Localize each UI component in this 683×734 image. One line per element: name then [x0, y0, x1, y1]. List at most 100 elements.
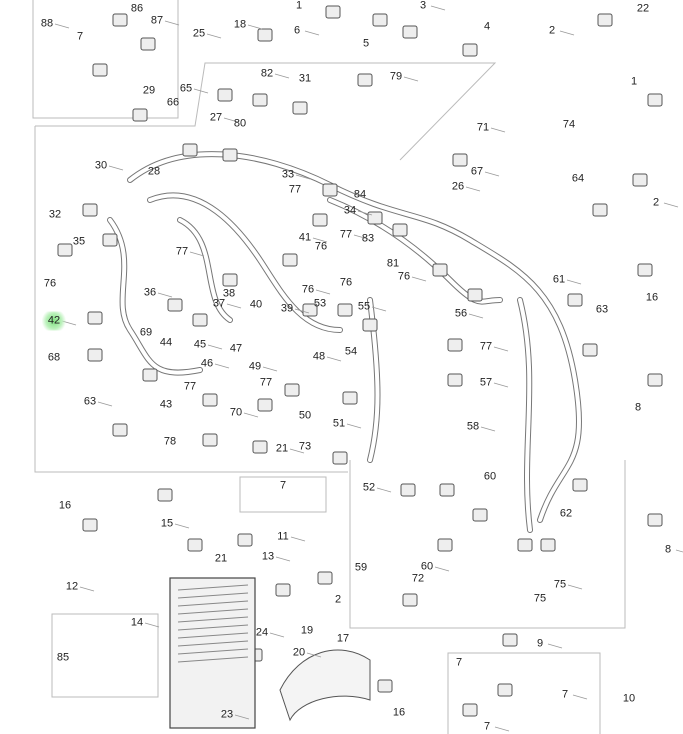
callout-68[interactable]: 68	[47, 351, 61, 364]
callout-13[interactable]: 13	[261, 550, 275, 563]
callout-60[interactable]: 60	[420, 560, 434, 573]
callout-16[interactable]: 16	[392, 706, 406, 719]
callout-88[interactable]: 88	[40, 17, 54, 30]
callout-75[interactable]: 75	[553, 578, 567, 591]
callout-36[interactable]: 36	[143, 286, 157, 299]
callout-26[interactable]: 26	[451, 180, 465, 193]
callout-40[interactable]: 40	[249, 298, 263, 311]
callout-3[interactable]: 3	[419, 0, 427, 12]
callout-10[interactable]: 10	[622, 692, 636, 705]
callout-66[interactable]: 66	[166, 96, 180, 109]
callout-7[interactable]: 7	[455, 656, 463, 669]
callout-47[interactable]: 47	[229, 342, 243, 355]
callout-85[interactable]: 85	[56, 651, 70, 664]
callout-76[interactable]: 76	[43, 277, 57, 290]
callout-27[interactable]: 27	[209, 111, 223, 124]
callout-43[interactable]: 43	[159, 398, 173, 411]
callout-72[interactable]: 72	[411, 572, 425, 585]
callout-82[interactable]: 82	[260, 67, 274, 80]
callout-39[interactable]: 39	[280, 302, 294, 315]
callout-65[interactable]: 65	[179, 82, 193, 95]
callout-71[interactable]: 71	[476, 121, 490, 134]
callout-30[interactable]: 30	[94, 159, 108, 172]
callout-84[interactable]: 84	[353, 188, 367, 201]
callout-79[interactable]: 79	[389, 70, 403, 83]
callout-76[interactable]: 76	[339, 276, 353, 289]
callout-28[interactable]: 28	[147, 165, 161, 178]
callout-83[interactable]: 83	[361, 232, 375, 245]
callout-77[interactable]: 77	[259, 376, 273, 389]
callout-7[interactable]: 7	[561, 688, 569, 701]
callout-17[interactable]: 17	[336, 632, 350, 645]
callout-25[interactable]: 25	[192, 27, 206, 40]
callout-16[interactable]: 16	[58, 499, 72, 512]
callout-44[interactable]: 44	[159, 336, 173, 349]
callout-59[interactable]: 59	[354, 561, 368, 574]
callout-56[interactable]: 56	[454, 307, 468, 320]
callout-60[interactable]: 60	[483, 470, 497, 483]
callout-37[interactable]: 37	[212, 297, 226, 310]
callout-70[interactable]: 70	[229, 406, 243, 419]
callout-7[interactable]: 7	[483, 720, 491, 733]
callout-14[interactable]: 14	[130, 616, 144, 629]
callout-74[interactable]: 74	[562, 118, 576, 131]
callout-23[interactable]: 23	[220, 708, 234, 721]
callout-61[interactable]: 61	[552, 273, 566, 286]
callout-78[interactable]: 78	[163, 435, 177, 448]
callout-87[interactable]: 87	[150, 14, 164, 27]
callout-62[interactable]: 62	[559, 507, 573, 520]
callout-31[interactable]: 31	[298, 72, 312, 85]
callout-16[interactable]: 16	[645, 291, 659, 304]
callout-9[interactable]: 9	[536, 637, 544, 650]
callout-20[interactable]: 20	[292, 646, 306, 659]
callout-75[interactable]: 75	[533, 592, 547, 605]
callout-64[interactable]: 64	[571, 172, 585, 185]
callout-38[interactable]: 38	[222, 287, 236, 300]
callout-29[interactable]: 29	[142, 84, 156, 97]
callout-21[interactable]: 21	[214, 552, 228, 565]
callout-7[interactable]: 7	[76, 30, 84, 43]
callout-76[interactable]: 76	[301, 283, 315, 296]
callout-51[interactable]: 51	[332, 417, 346, 430]
callout-12[interactable]: 12	[65, 580, 79, 593]
callout-8[interactable]: 8	[634, 401, 642, 414]
callout-80[interactable]: 80	[233, 117, 247, 130]
callout-46[interactable]: 46	[200, 357, 214, 370]
callout-48[interactable]: 48	[312, 350, 326, 363]
callout-4[interactable]: 4	[483, 20, 491, 33]
callout-1[interactable]: 1	[295, 0, 303, 12]
callout-33[interactable]: 33	[281, 168, 295, 181]
callout-8[interactable]: 8	[664, 543, 672, 556]
callout-77[interactable]: 77	[339, 228, 353, 241]
callout-7[interactable]: 7	[279, 479, 287, 492]
callout-63[interactable]: 63	[83, 395, 97, 408]
callout-58[interactable]: 58	[466, 420, 480, 433]
callout-50[interactable]: 50	[298, 409, 312, 422]
callout-5[interactable]: 5	[362, 37, 370, 50]
callout-19[interactable]: 19	[300, 624, 314, 637]
callout-34[interactable]: 34	[343, 204, 357, 217]
callout-18[interactable]: 18	[233, 18, 247, 31]
callout-1[interactable]: 1	[630, 75, 638, 88]
callout-2[interactable]: 2	[334, 593, 342, 606]
callout-22[interactable]: 22	[636, 2, 650, 15]
callout-42[interactable]: 42	[41, 311, 67, 331]
callout-52[interactable]: 52	[362, 481, 376, 494]
callout-76[interactable]: 76	[397, 270, 411, 283]
callout-69[interactable]: 69	[139, 326, 153, 339]
callout-15[interactable]: 15	[160, 517, 174, 530]
callout-81[interactable]: 81	[386, 257, 400, 270]
callout-63[interactable]: 63	[595, 303, 609, 316]
callout-73[interactable]: 73	[298, 440, 312, 453]
callout-77[interactable]: 77	[479, 340, 493, 353]
callout-77[interactable]: 77	[183, 380, 197, 393]
callout-11[interactable]: 11	[277, 530, 289, 543]
callout-86[interactable]: 86	[130, 2, 144, 15]
callout-67[interactable]: 67	[470, 165, 484, 178]
callout-6[interactable]: 6	[293, 24, 301, 37]
callout-77[interactable]: 77	[175, 245, 189, 258]
callout-77[interactable]: 77	[288, 183, 302, 196]
callout-49[interactable]: 49	[248, 360, 262, 373]
callout-24[interactable]: 24	[255, 626, 269, 639]
callout-21[interactable]: 21	[275, 442, 289, 455]
